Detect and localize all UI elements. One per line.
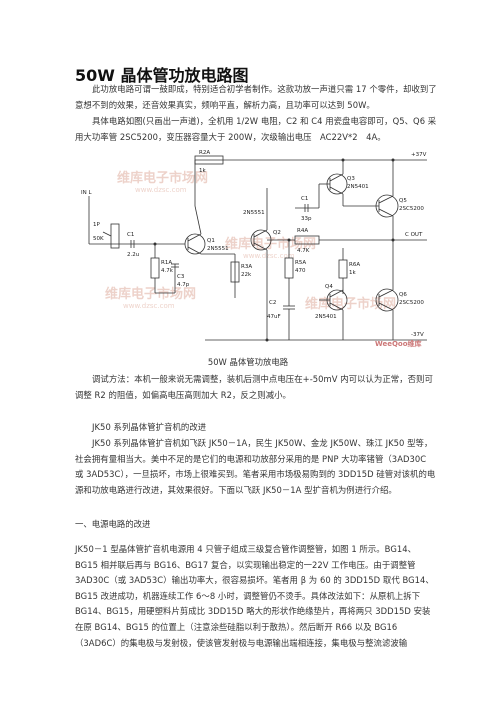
watermark-url-3: www.dzsc.com (123, 302, 175, 310)
label-out: C OUT (405, 232, 423, 238)
circuit-schematic: 维库电子市场网 维库电子市场网 维库电子市场网 维库电子市场网 www.dzsc… (81, 150, 427, 348)
watermark-url-1: www.dzsc.com (135, 186, 187, 194)
label-c3-val: 4.7p (177, 282, 190, 288)
label-r4a: R4A (297, 228, 308, 234)
brand-logo: WeeQoo维库 (375, 339, 422, 348)
intro-paragraph-1: 此功放电路可谓一鼓即成，特别适合初学者制作。这款功放一声道只需 17 个零件，却… (75, 84, 437, 110)
label-q4-type: 2N5401 (315, 314, 337, 320)
label-q1-type: 2N5551 (207, 246, 229, 252)
figure-caption: 50W 晶体管功放电路 (207, 357, 289, 367)
label-q2: Q2 (273, 230, 281, 236)
label-r2a-val: 1k (199, 168, 206, 174)
label-q5-type: 2SC5200 (399, 206, 424, 212)
label-q6: Q6 (399, 292, 407, 298)
label-c1: C1 (127, 232, 134, 238)
label-c1b-val: 33p (301, 216, 312, 222)
label-r2a: R2A (199, 150, 210, 156)
label-vr-val: 50K (93, 236, 104, 242)
watermark-url-group: www.dzsc.com www.dzsc.com www.dzsc.com (123, 186, 295, 310)
intro-paragraph-2: 具体电路如图(只画出一声道)，全机用 1/2W 电阻，C2 和 C4 用瓷盘电容… (75, 116, 437, 142)
label-r6a-val: 1k (349, 270, 356, 276)
label-r6a: R6A (349, 262, 360, 268)
component-labels: +37V R2A 1k IN L 1P 50K C1 2.2u R1A 4.7k… (81, 150, 427, 338)
label-neg-v: -37V (411, 332, 424, 338)
label-r1a-val: 4.7k (161, 268, 174, 274)
section-1-heading: 一、电源电路的改进 (75, 519, 151, 529)
page-title: 50W 晶体管功放电路图 (75, 66, 249, 85)
wires (88, 155, 427, 341)
label-q4: Q4 (325, 284, 333, 290)
jk50-heading: JK50 系列晶体管扩音机的改进 (92, 422, 207, 432)
label-c2: C2 (269, 300, 276, 306)
label-r5a: R5A (295, 260, 306, 266)
label-q2-type: 2N5551 (243, 210, 265, 216)
label-c1b: C1 (301, 196, 308, 202)
label-r1a: R1A (161, 260, 172, 266)
label-q5: Q5 (399, 198, 407, 204)
label-in: IN L (81, 190, 92, 196)
section-1-paragraph: JK50－1 型晶体管扩音机电源用 4 只管子组成三级复合管作调整管，如图 1 … (75, 544, 434, 648)
jk50-paragraph: JK50 系列晶体管扩音机如飞跃 JK50－1A，民生 JK50W、金龙 JK5… (75, 438, 436, 495)
label-c1-val: 2.2u (127, 252, 139, 258)
circuit-diagram: 维库电子市场网 维库电子市场网 维库电子市场网 维库电子市场网 www.dzsc… (75, 148, 437, 348)
watermark-url-2: www.dzsc.com (243, 252, 295, 260)
watermark-text-1: 维库电子市场网 (117, 170, 208, 186)
label-c3: C3 (177, 274, 185, 280)
label-r3a-val: 22k (241, 272, 252, 278)
label-plus-v: +37V (411, 152, 427, 158)
watermark-text-4: 维库电子市场网 (105, 286, 196, 302)
debug-paragraph: 调试方法：本机一般来说无需调整，装机后测中点电压在+-50mV 内可以认为正常，… (75, 374, 433, 400)
label-r5a-val: 470 (295, 268, 306, 274)
label-q1: Q1 (207, 238, 215, 244)
label-vr: 1P (93, 222, 100, 228)
label-r4a-val: 4.7K (297, 248, 310, 254)
label-q6-type: 2SC5200 (399, 300, 424, 306)
label-r3a: R3A (241, 264, 252, 270)
label-q3-type: 2N5401 (347, 184, 369, 190)
junction-dots (153, 158, 395, 342)
label-q3: Q3 (347, 176, 355, 182)
label-c2-val: 47uF (267, 314, 281, 320)
